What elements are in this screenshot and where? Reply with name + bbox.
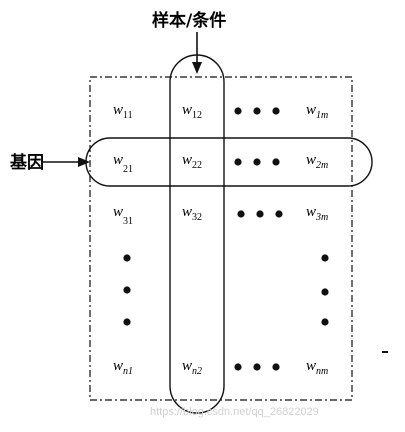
dot	[234, 107, 242, 115]
dot	[321, 254, 329, 262]
dot	[234, 158, 242, 166]
cell-w21: w21	[113, 152, 133, 175]
dot	[234, 363, 242, 371]
column-label: 样本/条件	[152, 10, 226, 31]
dot	[237, 210, 245, 218]
dot	[272, 107, 280, 115]
ellipsis-col-m	[321, 254, 329, 326]
ellipsis-row-n	[234, 363, 280, 371]
row-arrow-head	[78, 157, 90, 167]
dot	[272, 363, 280, 371]
cell-wn2: wn2	[182, 358, 202, 377]
dot	[123, 318, 131, 326]
scan-mark	[382, 351, 388, 353]
watermark-text: https://blog.csdn.net/qq_26822029	[150, 406, 319, 418]
cell-wn1: wn1	[113, 358, 133, 377]
dot	[253, 158, 261, 166]
ellipsis-row-1	[234, 107, 280, 115]
dot	[321, 318, 329, 326]
ellipsis-row-3	[237, 210, 283, 218]
cell-w2m: w2m	[306, 152, 328, 171]
dot	[272, 158, 280, 166]
row-highlight-pill	[85, 137, 373, 187]
cell-w11: w11	[113, 102, 133, 121]
cell-w1m: w1m	[306, 102, 328, 121]
dot	[275, 210, 283, 218]
matrix-dashed-frame	[89, 76, 353, 401]
dot	[253, 363, 261, 371]
dot	[123, 254, 131, 262]
cell-w32: w32	[182, 204, 202, 223]
cell-wnm: wnm	[306, 358, 328, 377]
row-label: 基因	[9, 152, 44, 173]
dot	[321, 288, 329, 296]
cell-w3m: w3m	[306, 204, 328, 223]
cell-w12: w12	[182, 102, 202, 121]
ellipsis-col-1	[123, 254, 131, 326]
cell-w31: w31	[113, 204, 133, 227]
dot	[123, 286, 131, 294]
ellipsis-row-2	[234, 158, 280, 166]
dot	[253, 107, 261, 115]
column-arrow-head	[192, 62, 202, 74]
cell-w22: w22	[182, 152, 202, 171]
dot	[256, 210, 264, 218]
column-highlight-pill	[169, 54, 225, 414]
